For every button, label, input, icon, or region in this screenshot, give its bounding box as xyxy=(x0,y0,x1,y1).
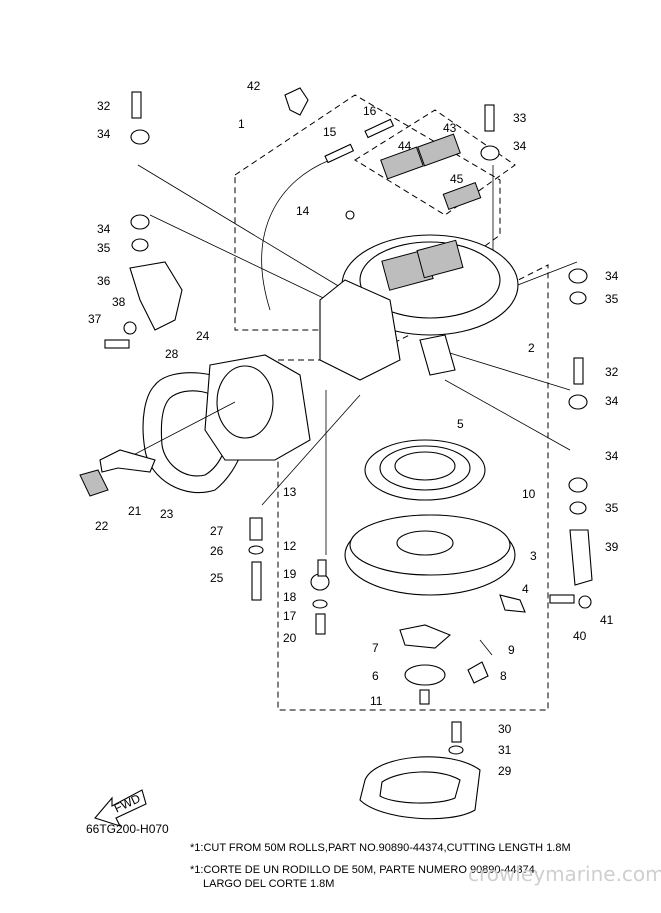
callout-34b: 34 xyxy=(513,139,527,153)
callout-27: 27 xyxy=(210,524,224,538)
callout-11: 11 xyxy=(370,694,383,708)
leader-lines xyxy=(137,164,578,555)
callout-24: 24 xyxy=(196,329,210,343)
callout-2: 2 xyxy=(528,341,535,355)
decal-boundary xyxy=(354,109,516,216)
callout-12: 12 xyxy=(283,539,297,553)
rope-reel xyxy=(344,514,516,596)
callout-36: 36 xyxy=(97,274,111,288)
callout-40: 40 xyxy=(573,629,587,643)
callout-26: 26 xyxy=(210,544,224,558)
lower-left-fasteners xyxy=(248,517,330,635)
diagram-code: 66TG200-H070 xyxy=(86,822,169,836)
footnote-english: *1:CUT FROM 50M ROLLS,PART NO.90890-4437… xyxy=(190,842,571,854)
callout-35c: 35 xyxy=(605,501,619,515)
callout-38: 38 xyxy=(112,295,126,309)
callout-34c: 34 xyxy=(97,222,111,236)
callout-10: 10 xyxy=(522,487,536,501)
callout-31: 31 xyxy=(498,743,512,757)
callout-17: 17 xyxy=(283,609,297,623)
callout-5: 5 xyxy=(457,417,464,431)
callout-22: 22 xyxy=(95,519,109,533)
callout-numbers: 1 2 3 4 5 6 7 8 9 10 11 12 13 14 15 16 1… xyxy=(88,79,619,778)
decals xyxy=(380,133,482,210)
callout-4: 4 xyxy=(522,582,529,596)
callout-8: 8 xyxy=(500,669,507,683)
callout-32b: 32 xyxy=(605,365,619,379)
callout-30: 30 xyxy=(498,722,512,736)
callout-29: 29 xyxy=(498,764,512,778)
callout-42: 42 xyxy=(247,79,261,93)
callout-35a: 35 xyxy=(97,241,111,255)
starter-housing xyxy=(319,234,519,381)
callout-20: 20 xyxy=(283,631,297,645)
callout-13: 13 xyxy=(283,485,297,499)
callout-34a: 34 xyxy=(97,127,111,141)
callout-44: 44 xyxy=(398,139,412,153)
recoil-spring xyxy=(364,439,486,501)
left-fasteners xyxy=(130,91,150,252)
callout-6: 6 xyxy=(372,669,379,683)
callout-23: 23 xyxy=(160,507,174,521)
callout-34d: 34 xyxy=(605,269,619,283)
callout-33: 33 xyxy=(513,111,527,125)
callout-37: 37 xyxy=(88,312,102,326)
callout-19: 19 xyxy=(283,567,297,581)
right-fasteners xyxy=(480,104,593,609)
footnote-spanish-length: LARGO DEL CORTE 1.8M xyxy=(203,878,335,890)
callout-21: 21 xyxy=(128,504,142,518)
callout-1: 1 xyxy=(238,117,245,131)
rope-handle-assembly xyxy=(79,354,311,497)
callout-35b: 35 xyxy=(605,292,619,306)
callout-15: 15 xyxy=(323,125,337,139)
callout-39: 39 xyxy=(605,540,619,554)
callout-16: 16 xyxy=(363,104,377,118)
starter-cable xyxy=(261,87,395,311)
callout-14: 14 xyxy=(296,204,310,218)
watermark-text: crowleymarine.com xyxy=(468,862,661,886)
callout-25: 25 xyxy=(210,571,224,585)
callout-34e: 34 xyxy=(605,394,619,408)
starter-pulley xyxy=(359,721,481,820)
callout-7: 7 xyxy=(372,641,379,655)
pawl-parts xyxy=(399,594,526,705)
bracket xyxy=(104,261,183,349)
callout-41: 41 xyxy=(600,613,614,627)
callout-18: 18 xyxy=(283,590,297,604)
assembly-boundary-lower xyxy=(277,264,549,711)
callout-45: 45 xyxy=(450,172,464,186)
callout-34f: 34 xyxy=(605,449,619,463)
callout-32a: 32 xyxy=(97,99,111,113)
fwd-arrow: FWD xyxy=(94,789,147,827)
footnote-spanish: *1:CORTE DE UN RODILLO DE 50M, PARTE NUM… xyxy=(190,864,538,876)
callout-9: 9 xyxy=(508,643,515,657)
assembly-boundary-upper xyxy=(234,94,501,331)
callout-28: 28 xyxy=(165,347,179,361)
callout-43: 43 xyxy=(443,121,457,135)
callout-3: 3 xyxy=(530,549,537,563)
